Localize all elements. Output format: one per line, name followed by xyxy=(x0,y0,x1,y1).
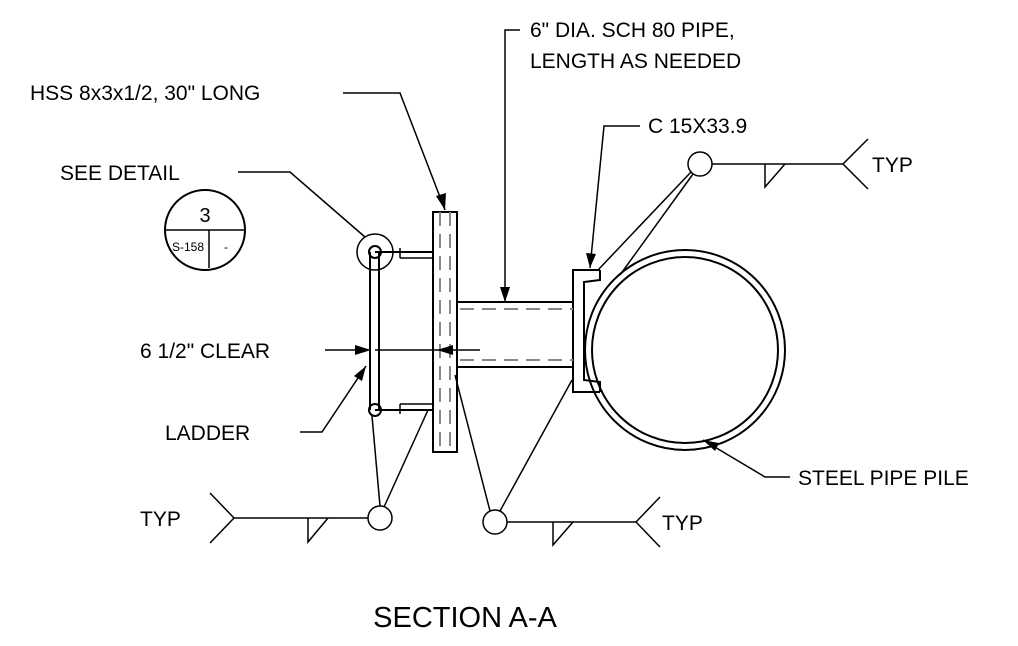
section-title: SECTION A-A xyxy=(373,602,557,634)
pipe-label-line2: LENGTH AS NEEDED xyxy=(530,50,741,73)
clear-dimension-label: 6 1/2" CLEAR xyxy=(140,340,270,363)
ladder-assembly xyxy=(368,245,433,417)
detail-bubble: 3 S-158 - xyxy=(164,189,246,271)
typ-top-right-label: TYP xyxy=(872,154,913,177)
typ-bottom-right-label: TYP xyxy=(662,512,703,535)
typ-bottom-left-label: TYP xyxy=(140,508,181,531)
detail-callout-circle xyxy=(356,233,394,271)
hss-label: HSS 8x3x1/2, 30" LONG xyxy=(30,82,260,105)
weld-symbol-bottom-right xyxy=(454,374,661,548)
clear-dimension xyxy=(325,345,480,355)
channel-label: C 15X33.9 xyxy=(648,115,747,138)
detail-bubble-ref: - xyxy=(224,240,228,254)
see-detail-label: SEE DETAIL xyxy=(60,162,180,185)
weld-symbol-top-right xyxy=(597,138,869,276)
hss-member xyxy=(432,211,458,453)
pipe-section xyxy=(457,301,573,368)
steel-pipe-pile xyxy=(584,249,786,451)
detail-bubble-number: 3 xyxy=(199,205,210,227)
steel-pipe-pile-label: STEEL PIPE PILE xyxy=(798,467,969,490)
leader-lines xyxy=(238,29,790,478)
detail-bubble-sheet: S-158 xyxy=(172,240,204,254)
pipe-label-line1: 6" DIA. SCH 80 PIPE, xyxy=(530,19,735,42)
channel-section xyxy=(572,269,601,393)
weld-symbol-bottom-left xyxy=(209,409,429,545)
ladder-label: LADDER xyxy=(165,422,250,445)
